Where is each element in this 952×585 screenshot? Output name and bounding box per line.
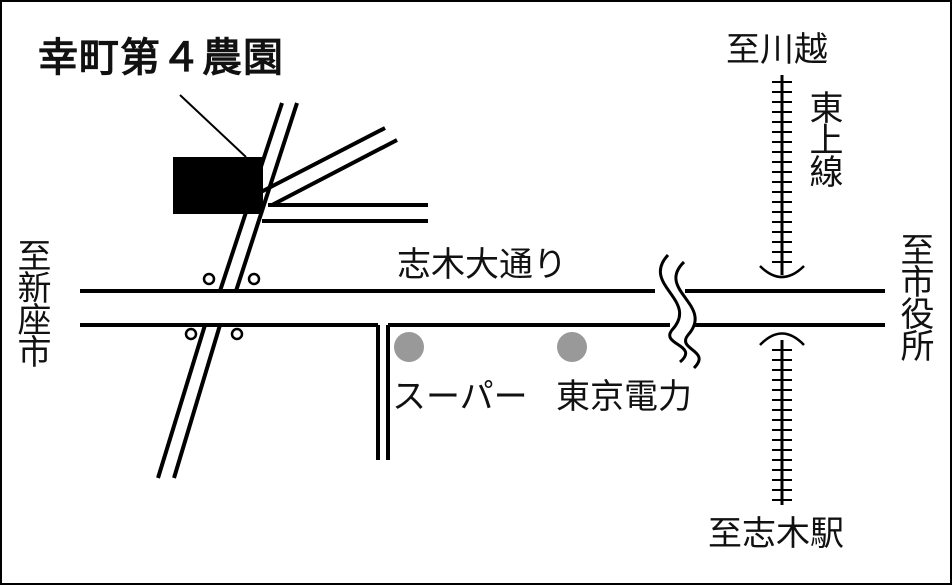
- railway-north: [759, 75, 805, 279]
- to-shinza-label: 至新座市: [11, 238, 51, 366]
- signal-marker: [184, 327, 198, 341]
- farm-leader-line: [179, 94, 247, 158]
- distance-break-mark: [659, 253, 701, 370]
- signal-marker: [230, 327, 244, 341]
- tepco-marker: [557, 332, 587, 362]
- shiki-odori-label: 志木大通り: [397, 245, 567, 285]
- diagonal-road-south: [156, 324, 222, 479]
- to-shiki-station-label: 至志木駅: [708, 514, 844, 554]
- signal-marker: [202, 272, 216, 286]
- tepco-label: 東京電力: [556, 377, 692, 417]
- supermarket-label: スーパー: [392, 377, 528, 417]
- to-city-hall-label: 至市役所: [894, 232, 934, 360]
- main-road: [80, 289, 885, 327]
- farm-location-marker: [173, 157, 263, 214]
- railway-south: [759, 332, 805, 505]
- map-title: 幸町第４農園: [38, 35, 284, 81]
- side-street: [376, 325, 390, 460]
- traffic-signals: [184, 272, 261, 341]
- signal-marker: [247, 272, 261, 286]
- tojo-line-label: 東上線: [803, 90, 843, 186]
- branch-road: [258, 126, 428, 223]
- to-kawagoe-label: 至川越: [726, 30, 828, 70]
- supermarket-marker: [394, 332, 424, 362]
